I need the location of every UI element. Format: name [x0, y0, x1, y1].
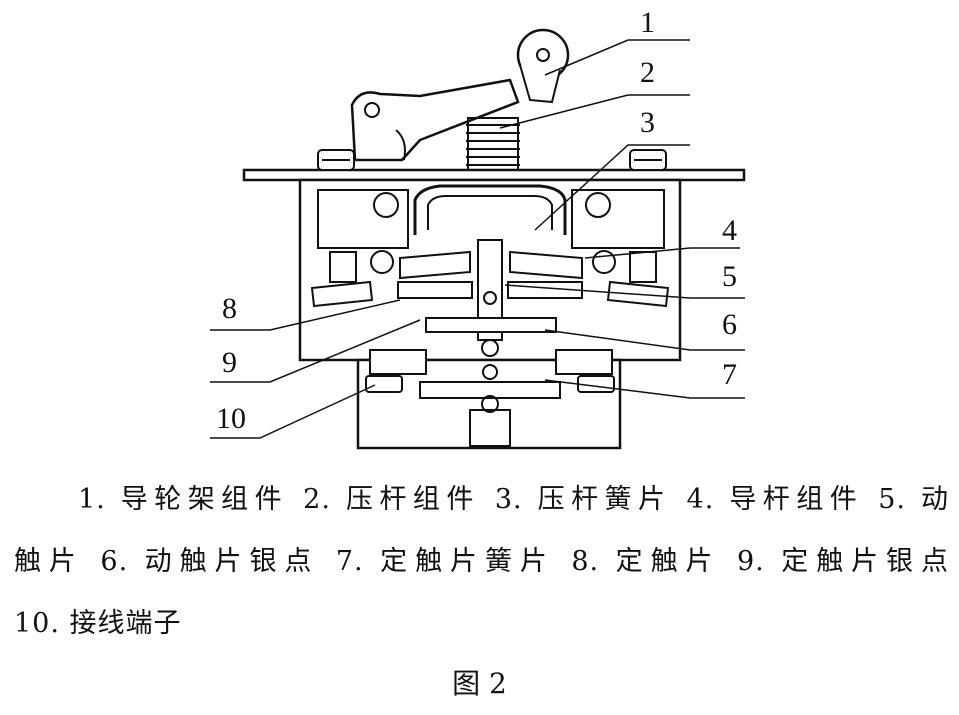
caption-line-2: 触片 6. 动触片银点 7. 定触片簧片 8. 定触片 9. 定触片银点: [14, 546, 949, 577]
callout-3: 3: [640, 106, 655, 139]
press-spring: [413, 184, 567, 235]
callout-9: 9: [222, 346, 237, 379]
terminal-left: [310, 280, 374, 308]
switch-diagram: 1 2 3 4 5 6 7 8 9 10: [210, 6, 746, 450]
figure-label: 图 2: [452, 667, 507, 700]
caption-line-1: 1. 导轮架组件 2. 压杆组件 3. 压杆簧片 4. 导杆组件 5. 动: [78, 484, 949, 515]
caption-line-3: 10. 接线端子: [14, 608, 182, 639]
roller-lever: [350, 78, 520, 162]
callout-7: 7: [722, 358, 737, 391]
callout-6: 6: [722, 308, 737, 341]
callout-2: 2: [640, 56, 655, 89]
leader-lines: [210, 39, 745, 439]
callout-1: 1: [640, 6, 655, 39]
moving-contact-right: [509, 250, 583, 280]
mounting-plate: [242, 168, 746, 182]
moving-contact-left: [399, 250, 471, 280]
callout-8: 8: [222, 292, 237, 325]
spring: [466, 117, 520, 171]
callout-4: 4: [722, 214, 737, 247]
callout-10: 10: [216, 402, 246, 435]
callout-5: 5: [722, 260, 737, 293]
